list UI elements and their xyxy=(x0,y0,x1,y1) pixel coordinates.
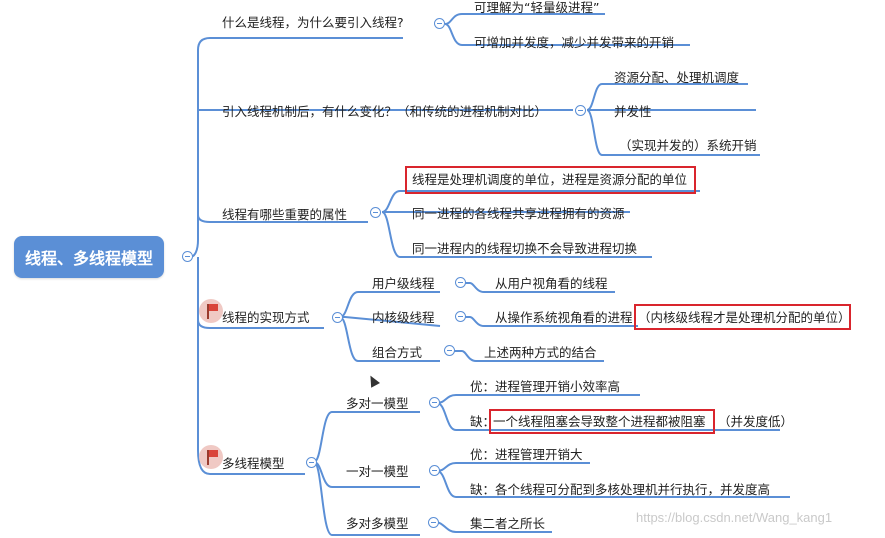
flag-icon xyxy=(199,445,223,469)
leaf-mto-con-suffix: （并发度低） xyxy=(718,414,794,429)
sub-5-collapse-icon[interactable] xyxy=(429,465,440,476)
sub-many-to-one[interactable]: 多对一模型 xyxy=(346,396,409,411)
root-label: 线程、多线程模型 xyxy=(24,249,153,268)
flag-icon xyxy=(199,299,223,323)
sub-kernel-level-thread[interactable]: 内核级线程 xyxy=(372,310,435,325)
branch-why-threads[interactable]: 什么是线程，为什么要引入线程? xyxy=(222,15,404,30)
sub-1-collapse-icon[interactable] xyxy=(455,277,466,288)
sub-many-to-many[interactable]: 多对多模型 xyxy=(346,516,409,531)
watermark: https://blog.csdn.net/Wang_kang1 xyxy=(636,510,833,525)
root-node[interactable]: 线程、多线程模型 xyxy=(14,236,164,278)
leaf-no-process-switch: 同一进程内的线程切换不会导致进程切换 xyxy=(412,241,638,256)
leaf-mto-pro: 优：进程管理开销小效率高 xyxy=(470,379,621,394)
leaf-concurrency: 并发性 xyxy=(614,104,652,119)
leaf-mto-con-highlight: 一个线程阻塞会导致整个进程都被阻塞 xyxy=(493,414,706,429)
branch-multithread-models[interactable]: 多线程模型 xyxy=(222,456,285,471)
sub-2-collapse-icon[interactable] xyxy=(455,311,466,322)
leaf-resource-allocation: 资源分配、处理机调度 xyxy=(614,70,740,85)
leaf-combination: 上述两种方式的结合 xyxy=(484,345,597,360)
leaf-oto-con: 缺：各个线程可分配到多核处理机并行执行，并发度高 xyxy=(470,482,771,497)
branch-4-collapse-icon[interactable] xyxy=(332,312,343,323)
branch-2-collapse-icon[interactable] xyxy=(575,105,586,116)
highlight-box xyxy=(405,166,696,194)
branch-3-collapse-icon[interactable] xyxy=(370,207,381,218)
leaf-share-resources: 同一进程的各线程共享进程拥有的资源 xyxy=(412,206,625,221)
leaf-mto-con-prefix: 缺： xyxy=(470,414,496,429)
sub-3-collapse-icon[interactable] xyxy=(444,345,455,356)
sub-one-to-one[interactable]: 一对一模型 xyxy=(346,464,409,479)
leaf-mtm: 集二者之所长 xyxy=(470,516,546,531)
note-kernel-unit: （内核级线程才是处理机分配的单位） xyxy=(638,310,851,325)
branch-what-changed[interactable]: 引入线程机制后，有什么变化？（和传统的进程机制对比） xyxy=(222,104,548,119)
branch-thread-properties[interactable]: 线程有哪些重要的属性 xyxy=(222,207,348,222)
sub-combination[interactable]: 组合方式 xyxy=(372,345,423,360)
branch-5-collapse-icon[interactable] xyxy=(306,457,317,468)
sub-6-collapse-icon[interactable] xyxy=(428,517,439,528)
sub-4-collapse-icon[interactable] xyxy=(429,397,440,408)
highlight-box xyxy=(634,304,851,330)
leaf-increase-concurrency: 可增加并发度，减少并发带来的开销 xyxy=(474,35,675,50)
branch-implementation[interactable]: 线程的实现方式 xyxy=(222,310,310,325)
highlight-box xyxy=(489,409,715,434)
leaf-system-overhead: （实现并发的）系统开销 xyxy=(619,138,757,153)
root-collapse-icon[interactable] xyxy=(182,251,193,262)
leaf-lightweight-process: 可理解为“轻量级进程” xyxy=(474,0,600,15)
sub-user-level-thread[interactable]: 用户级线程 xyxy=(372,276,435,291)
branch-1-collapse-icon[interactable] xyxy=(434,18,445,29)
leaf-user-view: 从用户视角看的线程 xyxy=(495,276,608,291)
leaf-os-view: 从操作系统视角看的进程 xyxy=(495,310,633,325)
leaf-scheduling-unit: 线程是处理机调度的单位，进程是资源分配的单位 xyxy=(412,172,688,187)
leaf-oto-pro: 优：进程管理开销大 xyxy=(470,447,583,462)
